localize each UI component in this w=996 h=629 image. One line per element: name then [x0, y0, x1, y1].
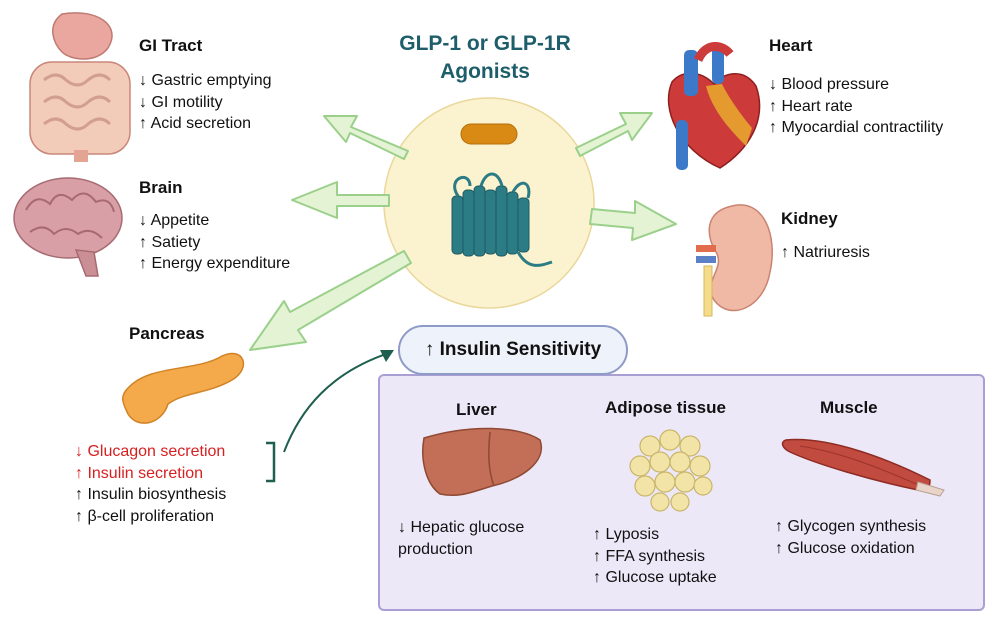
- brain-effects: ↓ Appetite ↑ Satiety ↑ Energy expenditur…: [139, 210, 290, 275]
- pancreas-effect-glucagon: ↓ Glucagon secretion: [75, 443, 226, 460]
- gi-tract-effect: ↑ Acid secretion: [139, 115, 252, 132]
- liver-effects: ↓ Hepatic glucose production: [398, 517, 524, 560]
- diagram-title: GLP-1 or GLP-1R Agonists: [340, 30, 630, 86]
- liver-effect: ↓ Hepatic glucose: [398, 519, 525, 536]
- brain-effect: ↑ Energy expenditure: [139, 255, 291, 272]
- heart-effect: ↑ Heart rate: [769, 97, 853, 115]
- receptor-icon: [451, 172, 553, 267]
- title-line-2: Agonists: [440, 60, 530, 83]
- heart-label: Heart: [769, 36, 813, 55]
- pancreas-icon: [122, 352, 245, 424]
- curved-arrow-to-insulin-sensitivity: [283, 351, 393, 453]
- muscle-icon: [781, 438, 945, 497]
- bracket: [266, 441, 276, 483]
- gi-tract-effect: ↓ GI motility: [139, 93, 223, 111]
- arrow-to-brain: [291, 181, 390, 219]
- title-line-1: GLP-1 or GLP-1R: [399, 32, 571, 55]
- muscle-effect: ↑ Glucose oxidation: [775, 539, 915, 557]
- adipose-effect: ↑ Lyposis: [593, 526, 660, 543]
- arrow-to-kidney: [589, 200, 677, 241]
- pancreas-label: Pancreas: [129, 324, 205, 343]
- kidney-icon: [696, 204, 773, 317]
- kidney-effect: ↑ Natriuresis: [781, 244, 870, 261]
- pill-capsule: [460, 123, 518, 145]
- liver-icon: [422, 427, 543, 497]
- gi-tract-label: GI Tract: [139, 36, 203, 55]
- kidney-label: Kidney: [781, 209, 838, 228]
- adipose-label: Adipose tissue: [605, 398, 726, 417]
- arrow-to-pancreas: [249, 250, 412, 351]
- brain-icon: [13, 177, 123, 277]
- muscle-effect: ↑ Glycogen synthesis: [775, 518, 927, 535]
- brain-effect: ↓ Appetite: [139, 212, 210, 229]
- gi-tract-icon: [29, 12, 131, 162]
- pancreas-effect-insulin-secretion: ↑ Insulin secretion: [75, 464, 204, 482]
- insulin-sensitivity-badge: ↑ Insulin Sensitivity: [398, 325, 628, 375]
- adipose-icon: [629, 429, 713, 512]
- arrow-to-gi-tract: [323, 115, 409, 160]
- brain-effect: ↑ Satiety: [139, 233, 201, 251]
- gi-tract-effect: ↓ Gastric emptying: [139, 72, 272, 89]
- muscle-effects: ↑ Glycogen synthesis ↑ Glucose oxidation: [775, 516, 926, 559]
- heart-icon: [667, 42, 761, 170]
- kidney-effects: ↑ Natriuresis: [781, 242, 870, 264]
- insulin-sensitivity-panel: [378, 374, 985, 611]
- pancreas-effect: ↑ β-cell proliferation: [75, 507, 215, 525]
- heart-effect: ↓ Blood pressure: [769, 76, 890, 93]
- arrow-to-heart: [575, 112, 653, 157]
- adipose-effect: ↑ Glucose uptake: [593, 569, 717, 586]
- liver-label: Liver: [456, 400, 497, 419]
- muscle-label: Muscle: [820, 398, 878, 417]
- heart-effect: ↑ Myocardial contractility: [769, 119, 944, 136]
- adipose-effects: ↑ Lyposis ↑ FFA synthesis ↑ Glucose upta…: [593, 524, 717, 589]
- heart-effects: ↓ Blood pressure ↑ Heart rate ↑ Myocardi…: [769, 74, 943, 139]
- liver-effect: production: [398, 540, 473, 558]
- pancreas-effects: ↓ Glucagon secretion ↑ Insulin secretion…: [75, 441, 226, 527]
- brain-label: Brain: [139, 178, 183, 197]
- pancreas-effect: ↑ Insulin biosynthesis: [75, 486, 227, 503]
- adipose-effect: ↑ FFA synthesis: [593, 547, 706, 565]
- gi-tract-effects: ↓ Gastric emptying ↓ GI motility ↑ Acid …: [139, 70, 271, 135]
